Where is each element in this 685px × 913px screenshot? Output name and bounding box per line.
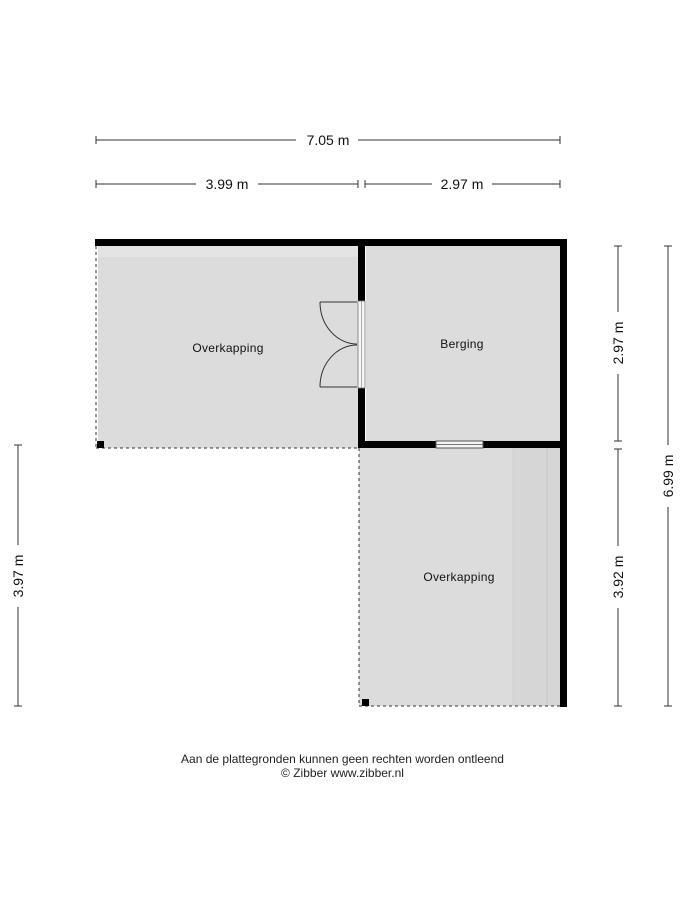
wall-top bbox=[95, 239, 567, 246]
walls bbox=[95, 239, 567, 707]
dimension-left-width: 3.99 m bbox=[95, 176, 359, 192]
copyright-text: © Zibber www.zibber.nl bbox=[281, 766, 404, 780]
floor-overkapping-top bbox=[98, 245, 359, 448]
disclaimer-text: Aan de plattegronden kunnen geen rechten… bbox=[181, 752, 504, 766]
dimension-right-upper-height: 2.97 m bbox=[610, 245, 626, 442]
dimension-right-lower-height: 3.92 m bbox=[610, 448, 626, 707]
open-edges bbox=[95, 246, 560, 707]
dimension-label: 3.99 m bbox=[206, 176, 249, 192]
dimension-total-width: 7.05 m bbox=[95, 132, 561, 148]
floor-berging bbox=[366, 246, 560, 441]
window bbox=[435, 440, 484, 449]
room-label-berging: Berging bbox=[440, 337, 483, 351]
dimension-right-width: 2.97 m bbox=[364, 176, 561, 192]
dimension-total-height: 6.99 m bbox=[660, 245, 676, 707]
dimension-label: 6.99 m bbox=[660, 455, 676, 498]
dimension-label: 3.92 m bbox=[610, 556, 626, 599]
post-marker bbox=[362, 699, 369, 706]
dimension-left-height: 3.97 m bbox=[10, 444, 26, 707]
wall-divider-lower bbox=[358, 388, 365, 448]
room-label-overkapping-bottom: Overkapping bbox=[423, 570, 494, 584]
dimension-label: 2.97 m bbox=[610, 322, 626, 365]
dimension-label: 3.97 m bbox=[10, 555, 26, 598]
wall-right bbox=[560, 239, 567, 707]
dimension-label: 2.97 m bbox=[441, 176, 484, 192]
dimension-label: 7.05 m bbox=[307, 132, 350, 148]
wall-berging-bottom-left bbox=[358, 441, 436, 448]
floor-areas bbox=[98, 245, 560, 706]
post-marker bbox=[97, 441, 104, 448]
wall-divider-upper bbox=[358, 239, 365, 301]
double-door bbox=[319, 300, 366, 389]
room-label-overkapping-top: Overkapping bbox=[192, 341, 263, 355]
wall-berging-bottom-right bbox=[483, 441, 567, 448]
